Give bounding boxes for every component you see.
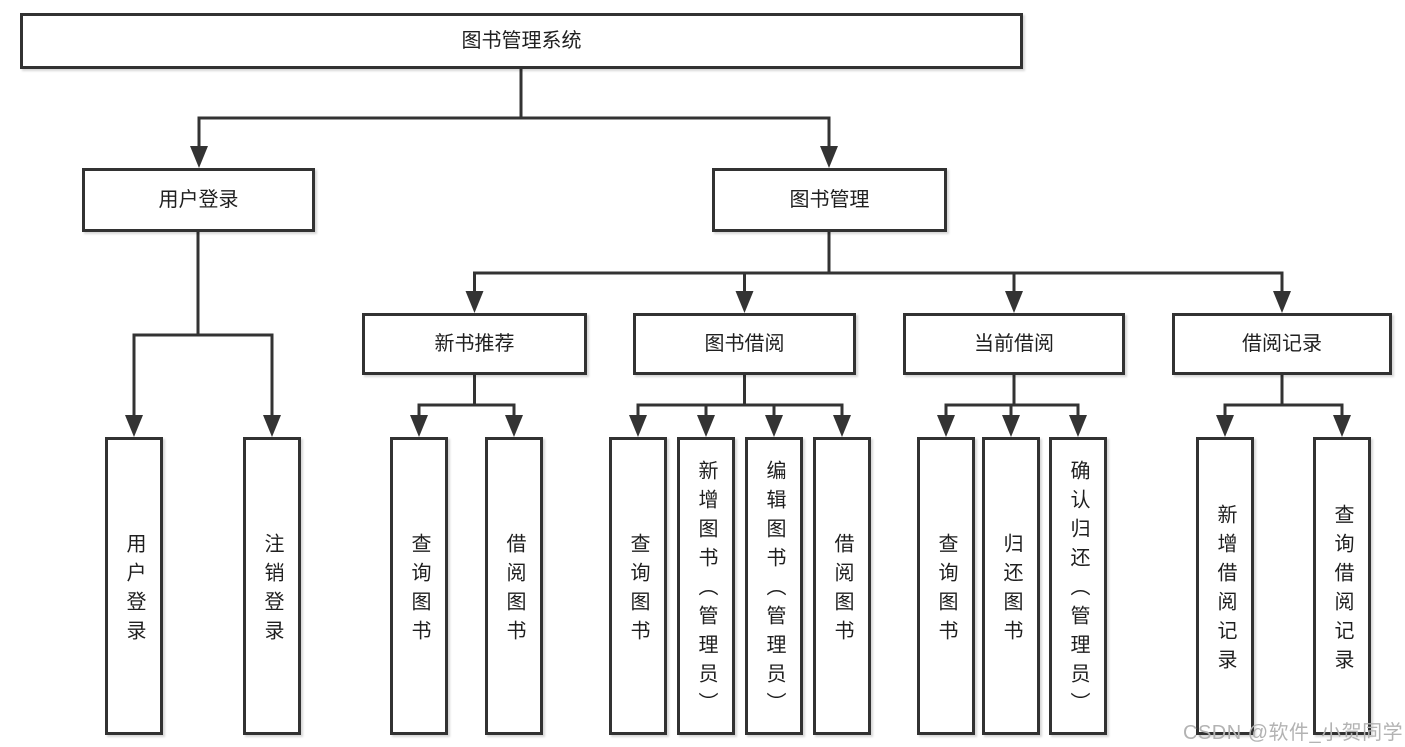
leaf-label: 编辑图书（管理员） [763, 460, 785, 721]
node-label: 图书管理 [789, 189, 870, 211]
leaf-label: 确认归还（管理员） [1067, 460, 1089, 721]
arrowhead [1273, 291, 1291, 313]
node-root-system: 图书管理系统 [20, 13, 1023, 69]
leaf-label: 查询图书 [408, 532, 430, 649]
arrowhead [833, 415, 851, 437]
leaf-label: 借阅图书 [503, 532, 525, 649]
leaf-query-books-current: 查询图书 [917, 437, 975, 735]
leaf-label: 查询图书 [627, 532, 649, 649]
current-borrow-group-connectors [937, 371, 1087, 437]
user-login-branch-connectors [125, 228, 281, 437]
leaf-label: 新增图书（管理员） [695, 460, 717, 721]
node-label: 新书推荐 [434, 333, 515, 355]
arrowhead [1002, 415, 1020, 437]
leaf-logout: 注销登录 [243, 437, 301, 735]
book-borrow-group-connectors [629, 371, 851, 437]
leaf-add-book-admin: 新增图书（管理员） [677, 437, 735, 735]
arrowhead [697, 415, 715, 437]
leaf-query-books-recommend: 查询图书 [390, 437, 448, 735]
new-book-group-connectors [410, 371, 523, 437]
leaf-label: 查询借阅记录 [1331, 503, 1353, 678]
node-label: 图书借阅 [704, 333, 785, 355]
node-user-login: 用户登录 [82, 168, 315, 232]
node-new-book-recommend: 新书推荐 [362, 313, 587, 375]
csdn-watermark: CSDN @软件_小贺同学 [1183, 722, 1404, 744]
arrowhead [629, 415, 647, 437]
root-connectors [190, 67, 838, 168]
arrowhead [735, 291, 754, 313]
leaf-borrow-books-recommend: 借阅图书 [485, 437, 543, 735]
arrowhead [125, 415, 143, 437]
arrowhead [505, 415, 523, 437]
arrowhead [190, 146, 208, 168]
leaf-query-borrow-record: 查询借阅记录 [1313, 437, 1371, 735]
arrowhead [1005, 291, 1023, 313]
leaf-label: 注销登录 [261, 532, 283, 649]
arrowhead [1216, 415, 1234, 437]
leaf-label: 归还图书 [1000, 532, 1022, 649]
node-label: 用户登录 [158, 189, 239, 211]
node-borrow-record: 借阅记录 [1172, 313, 1392, 375]
arrowhead [465, 291, 484, 313]
leaf-borrow-books: 借阅图书 [813, 437, 871, 735]
leaf-user-login: 用户登录 [105, 437, 163, 735]
arrowhead [1069, 415, 1087, 437]
leaf-query-books-borrow: 查询图书 [609, 437, 667, 735]
arrowhead [765, 415, 783, 437]
node-label: 图书管理系统 [461, 30, 582, 52]
borrow-record-group-connectors [1216, 371, 1351, 437]
node-label: 借阅记录 [1242, 333, 1322, 355]
arrowhead [410, 415, 428, 437]
leaf-return-book: 归还图书 [982, 437, 1040, 735]
node-book-borrow: 图书借阅 [633, 313, 856, 375]
leaf-add-borrow-record: 新增借阅记录 [1196, 437, 1254, 735]
arrowhead [1333, 415, 1351, 437]
arrowhead [937, 415, 955, 437]
leaf-label: 查询图书 [935, 532, 957, 649]
arrowhead [820, 146, 838, 168]
leaf-label: 用户登录 [123, 532, 145, 649]
leaf-label: 借阅图书 [831, 532, 853, 649]
leaf-label: 新增借阅记录 [1214, 503, 1236, 678]
book-management-branch-connectors [465, 228, 1291, 313]
arrowhead [263, 415, 281, 437]
leaf-edit-book-admin: 编辑图书（管理员） [745, 437, 803, 735]
node-current-borrow: 当前借阅 [903, 313, 1125, 375]
leaf-confirm-return-admin: 确认归还（管理员） [1049, 437, 1107, 735]
node-book-management: 图书管理 [712, 168, 947, 232]
node-label: 当前借阅 [974, 333, 1054, 355]
